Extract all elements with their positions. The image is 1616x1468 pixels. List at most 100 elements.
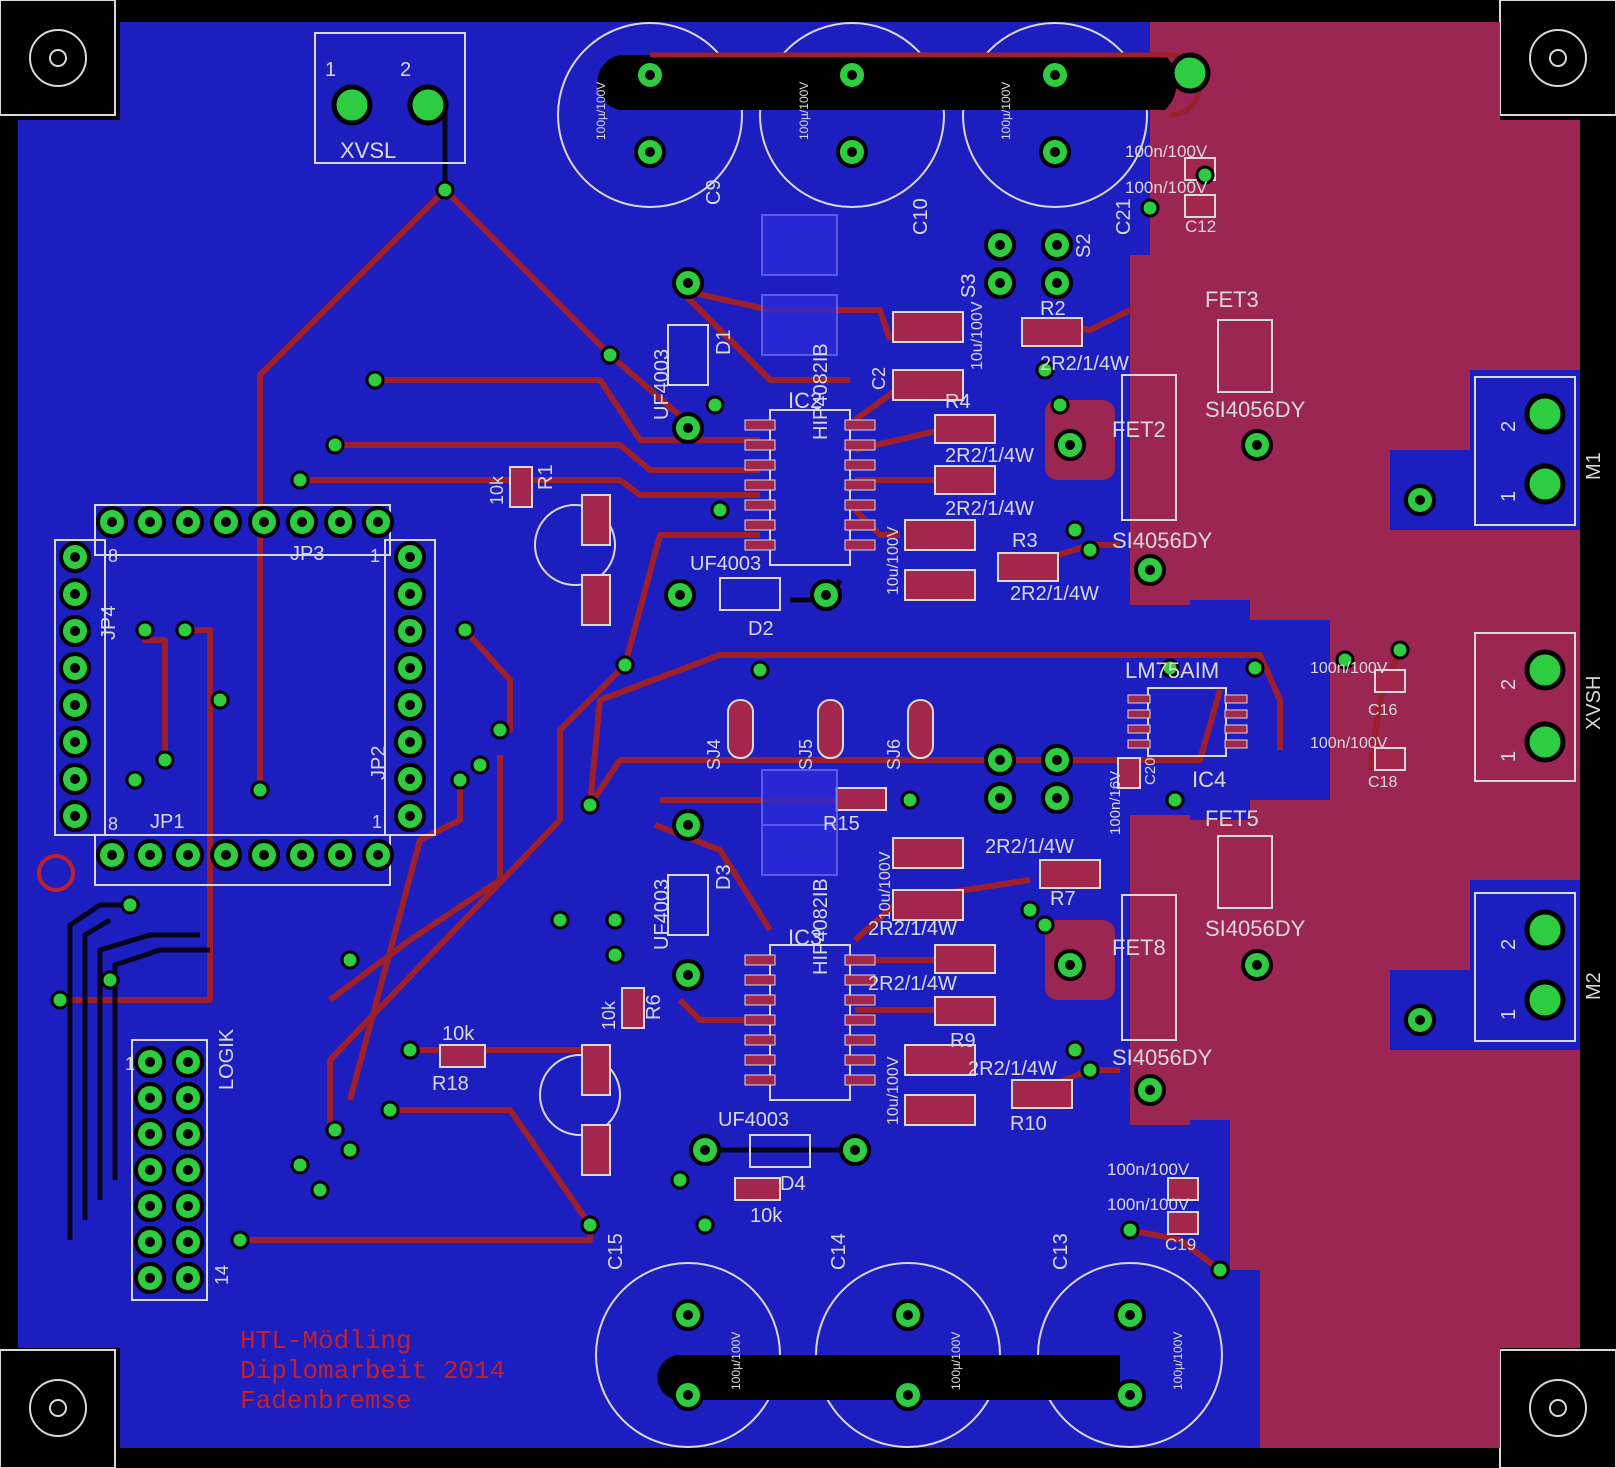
label-fet3: FET3 (1205, 287, 1259, 312)
label-si-fet3: SI4056DY (1205, 397, 1306, 422)
label-r18: R18 (432, 1073, 469, 1095)
cap-c15-rating: 100µ/100V (729, 1332, 743, 1390)
label-logik: LOGIK (216, 1028, 238, 1090)
pad-hole (70, 700, 80, 710)
title-line-1: HTL-Mödling (240, 1326, 412, 1356)
pad-hole (183, 850, 193, 860)
label-c12: C12 (1185, 217, 1216, 236)
via (290, 1155, 310, 1175)
label-d1: D1 (713, 329, 735, 355)
via (1050, 395, 1070, 415)
pad-hole (645, 147, 655, 157)
pad-hole (297, 517, 307, 527)
via (600, 345, 620, 365)
label-c21: C21 (1113, 198, 1135, 235)
label-cap-c17-val: 100n/100V (1107, 1195, 1190, 1214)
label-xvsl: XVSL (340, 138, 396, 163)
pad-hole (700, 1145, 710, 1155)
via (1210, 1260, 1230, 1280)
via (1035, 360, 1055, 380)
pad-hole (107, 850, 117, 860)
pad-hole (145, 1165, 155, 1175)
power-resistors (761, 214, 838, 876)
label-c16-val: 100n/100V (1310, 660, 1388, 677)
label-cap-c12-val: 100n/100V (1125, 142, 1208, 161)
via (1335, 650, 1355, 670)
via (135, 620, 155, 640)
label-cap-c19-val: 100n/100V (1107, 1160, 1190, 1179)
pad-hole (1252, 960, 1262, 970)
pad-hole (145, 1237, 155, 1247)
via (340, 950, 360, 970)
pad-hole (1145, 1085, 1155, 1095)
via (435, 180, 455, 200)
label-uf4003-3: UF4003 (651, 879, 673, 950)
via (340, 1140, 360, 1160)
label-jp2-1: 1 (372, 812, 382, 832)
label-jp3-1: 1 (370, 546, 380, 566)
label-s3: S3 (958, 274, 980, 298)
pad-hole (405, 700, 415, 710)
pad-hole (70, 737, 80, 747)
pad-hole (405, 663, 415, 673)
pad-hole (1052, 755, 1062, 765)
label-r1: R1 (535, 464, 557, 490)
via (705, 395, 725, 415)
via (750, 660, 770, 680)
label-jp3: JP3 (290, 543, 324, 565)
cap-c10-rating: 100µ/100V (797, 82, 811, 140)
pad-hole (1050, 70, 1060, 80)
pad-hole (70, 552, 80, 562)
via (50, 990, 70, 1010)
smd-parts (439, 157, 1406, 1235)
via (455, 620, 475, 640)
label-r2: R2 (1040, 298, 1066, 320)
pad-hole (405, 774, 415, 784)
label-lm75: LM75AIM (1125, 658, 1219, 683)
pad-hole (995, 278, 1005, 288)
label-logik-14: 14 (212, 1265, 232, 1285)
label-r4: R4 (945, 391, 971, 413)
label-s2: S2 (1073, 234, 1095, 258)
label-ic3: IC3 (788, 925, 822, 950)
label-si-fet8: SI4056DY (1112, 1045, 1213, 1070)
label-jp1: JP1 (150, 811, 184, 833)
pad-hole (683, 970, 693, 980)
pad-hole (405, 626, 415, 636)
label-jp4: JP4 (98, 606, 120, 640)
label-r7: R7 (1050, 888, 1076, 910)
via (325, 435, 345, 455)
pad-hole (683, 1310, 693, 1320)
pad-hole (297, 850, 307, 860)
label-c2: C2 (869, 367, 889, 390)
label-m1-2: 2 (1498, 421, 1520, 432)
label-r6: R6 (643, 994, 665, 1020)
via (1195, 165, 1215, 185)
label-fet2: FET2 (1112, 417, 1166, 442)
label-xvsh-1: 1 (1498, 751, 1520, 762)
via (1065, 520, 1085, 540)
label-xvsh-2: 2 (1498, 679, 1520, 690)
label-r9: R9 (950, 1030, 976, 1052)
label-uf4003-1: UF4003 (651, 349, 673, 420)
pad-hole (405, 737, 415, 747)
label-r3-val: 2R2/1/4W (1010, 583, 1099, 605)
pad-hole (405, 811, 415, 821)
label-m2: M2 (1583, 972, 1605, 1000)
via (670, 1170, 690, 1190)
via (1020, 900, 1040, 920)
pad-hole (675, 590, 685, 600)
pad-hole (335, 850, 345, 860)
via (1165, 790, 1185, 810)
label-si-fet2: SI4056DY (1112, 528, 1213, 553)
via (470, 755, 490, 775)
via (580, 1215, 600, 1235)
pad-hole (1252, 440, 1262, 450)
cap-c14-rating: 100µ/100V (949, 1332, 963, 1390)
label-ic4: IC4 (1192, 767, 1226, 792)
cap-c9-rating: 100µ/100V (594, 82, 608, 140)
fiducial-mark (37, 854, 75, 892)
label-jp2: JP2 (368, 746, 390, 780)
pad-hole (645, 70, 655, 80)
